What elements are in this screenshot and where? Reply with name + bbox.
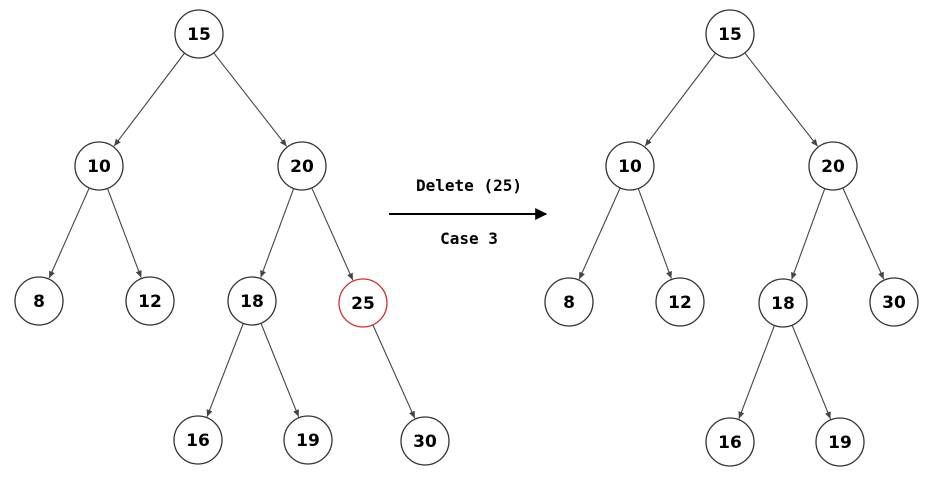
after-edge-15-10 <box>644 52 716 147</box>
node-label: 10 <box>618 157 642 177</box>
after-edge-10-12 <box>637 188 672 279</box>
before-node-15: 15 <box>174 9 224 59</box>
node-label: 20 <box>290 157 314 177</box>
node-circle <box>74 141 124 191</box>
operation-indicator: Delete (25) Case 3 <box>389 176 548 248</box>
before-edge-20-25 <box>311 187 354 281</box>
after-node-12: 12 <box>655 277 705 327</box>
operation-label: Delete (25) <box>416 176 522 195</box>
after-tree: 15 10 20 8 12 18 30 16 19 <box>544 9 919 467</box>
node-label: 25 <box>351 294 375 314</box>
before-node-12: 12 <box>125 276 175 326</box>
node-label: 16 <box>186 431 210 451</box>
node-circle <box>277 141 327 191</box>
after-edge-18-16 <box>738 325 775 419</box>
before-edge-25-30 <box>372 324 416 419</box>
after-edge-18-19 <box>791 324 832 420</box>
before-tree: 15 10 20 8 12 18 25 16 19 30 <box>14 9 450 466</box>
node-circle <box>655 277 705 327</box>
node-circle <box>544 277 594 327</box>
node-circle <box>705 417 755 467</box>
node-label: 19 <box>828 433 852 453</box>
node-circle <box>400 416 450 466</box>
after-node-20: 20 <box>808 141 858 191</box>
before-node-19: 19 <box>283 415 333 465</box>
node-circle <box>14 276 64 326</box>
node-label: 10 <box>87 157 111 177</box>
before-edge-20-18 <box>260 188 295 278</box>
after-node-18: 18 <box>758 278 808 328</box>
before-tree-edges <box>48 52 416 419</box>
before-edge-10-12 <box>106 188 142 278</box>
node-circle <box>174 9 224 59</box>
node-label: 12 <box>138 292 162 312</box>
after-node-15: 15 <box>705 9 755 59</box>
after-edge-15-20 <box>744 52 819 147</box>
node-label: 12 <box>668 293 692 313</box>
node-label: 8 <box>33 292 45 312</box>
after-node-19: 19 <box>815 417 865 467</box>
before-edge-15-20 <box>213 52 288 147</box>
before-node-18: 18 <box>227 276 277 326</box>
node-label: 30 <box>413 432 437 452</box>
node-circle-highlighted <box>338 278 388 328</box>
node-circle <box>227 276 277 326</box>
before-edge-18-16 <box>206 323 244 417</box>
before-node-16: 16 <box>173 415 223 465</box>
node-circle <box>808 141 858 191</box>
before-node-10: 10 <box>74 141 124 191</box>
node-circle <box>869 277 919 327</box>
after-edge-20-18 <box>791 188 826 280</box>
after-node-30: 30 <box>869 277 919 327</box>
node-label: 30 <box>882 293 906 313</box>
node-label: 20 <box>821 157 845 177</box>
before-node-8: 8 <box>14 276 64 326</box>
after-node-8: 8 <box>544 277 594 327</box>
before-edge-15-10 <box>113 52 185 147</box>
node-label: 18 <box>771 294 795 314</box>
after-edge-20-30 <box>842 187 885 280</box>
before-node-30: 30 <box>400 416 450 466</box>
after-tree-edges <box>578 52 885 420</box>
node-circle <box>605 141 655 191</box>
node-circle <box>815 417 865 467</box>
node-label: 16 <box>718 433 742 453</box>
node-circle <box>173 415 223 465</box>
node-circle <box>125 276 175 326</box>
before-node-25: 25 <box>338 278 388 328</box>
before-edge-10-8 <box>48 187 90 279</box>
after-node-10: 10 <box>605 141 655 191</box>
node-circle <box>758 278 808 328</box>
node-label: 15 <box>718 25 742 45</box>
node-label: 18 <box>240 292 264 312</box>
before-node-20: 20 <box>277 141 327 191</box>
after-node-16: 16 <box>705 417 755 467</box>
after-edge-10-8 <box>578 187 621 280</box>
before-edge-18-19 <box>260 323 300 418</box>
node-circle <box>283 415 333 465</box>
node-circle <box>705 9 755 59</box>
node-label: 15 <box>187 25 211 45</box>
node-label: 19 <box>296 431 320 451</box>
case-label: Case 3 <box>440 229 498 248</box>
node-label: 8 <box>563 293 575 313</box>
